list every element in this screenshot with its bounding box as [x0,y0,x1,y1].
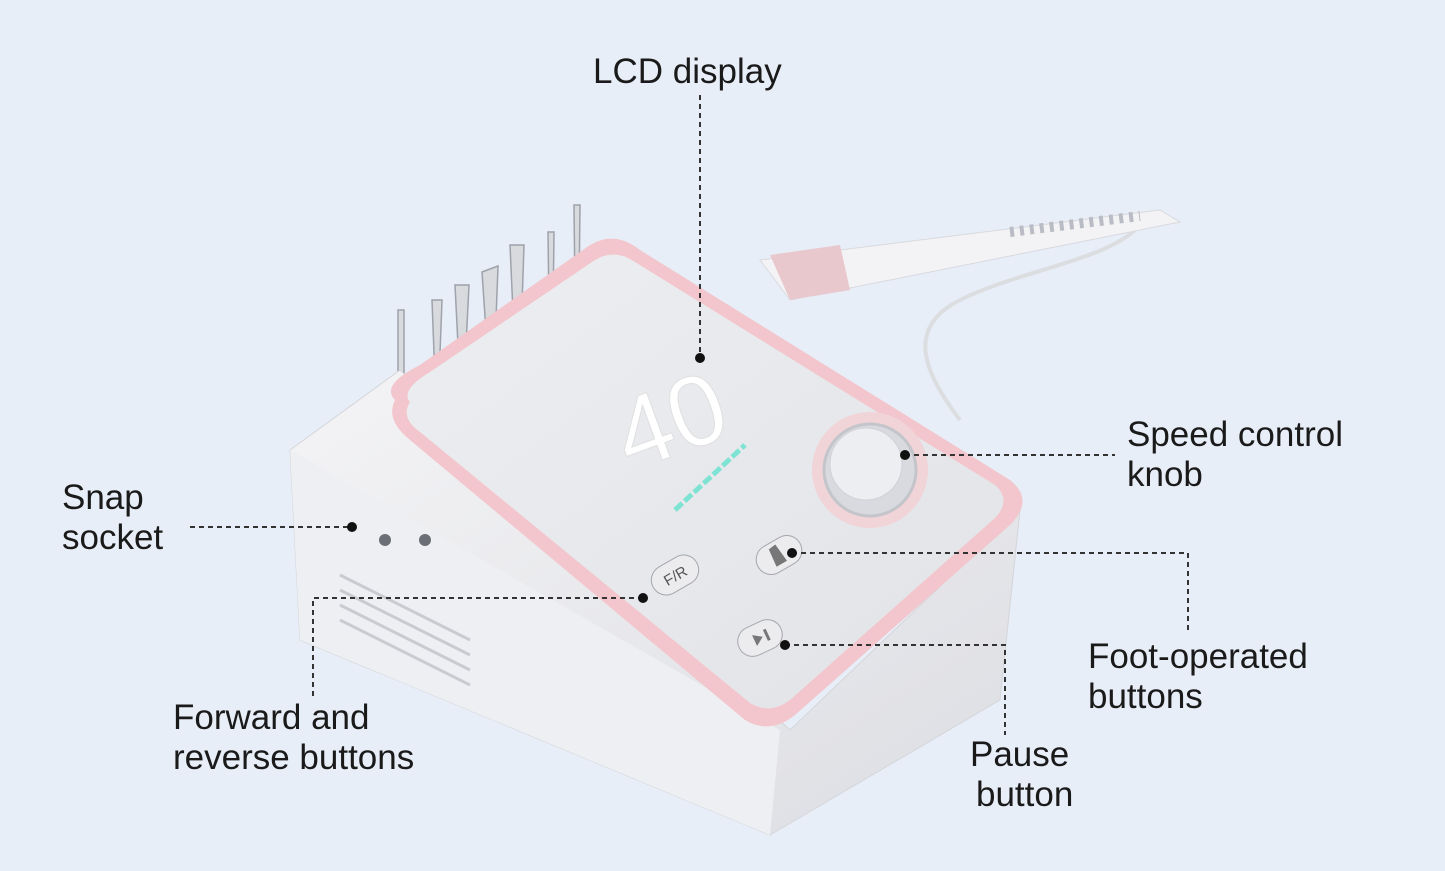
label-foot-buttons-line2: buttons [1088,677,1203,716]
speed-control-knob[interactable] [812,412,928,528]
callout-lines [190,95,1189,735]
label-pause-line2: button [976,775,1074,814]
label-foot-buttons-line1: Foot-operated [1088,637,1308,676]
label-forward-reverse-line2: reverse buttons [173,738,415,777]
foot-operated-button[interactable] [751,530,808,580]
label-speed-knob-line1: Speed control [1127,415,1343,454]
snap-socket-holes [379,534,431,546]
foot-icon [768,544,787,567]
label-lcd-display: LCD display [593,52,782,91]
label-speed-knob-line2: knob [1127,455,1203,494]
fr-button[interactable]: F/R [646,550,704,601]
label-pause-line1: Pause [970,735,1070,774]
pause-button[interactable] [733,615,787,662]
play-pause-icon [752,628,771,646]
display-bar [673,443,747,512]
label-snap-socket-line1: Snap [62,478,144,517]
handpiece [759,209,1182,422]
label-snap-socket-line2: socket [62,518,164,557]
callout-dots [347,353,910,650]
label-forward-reverse-line1: Forward and [173,698,370,737]
